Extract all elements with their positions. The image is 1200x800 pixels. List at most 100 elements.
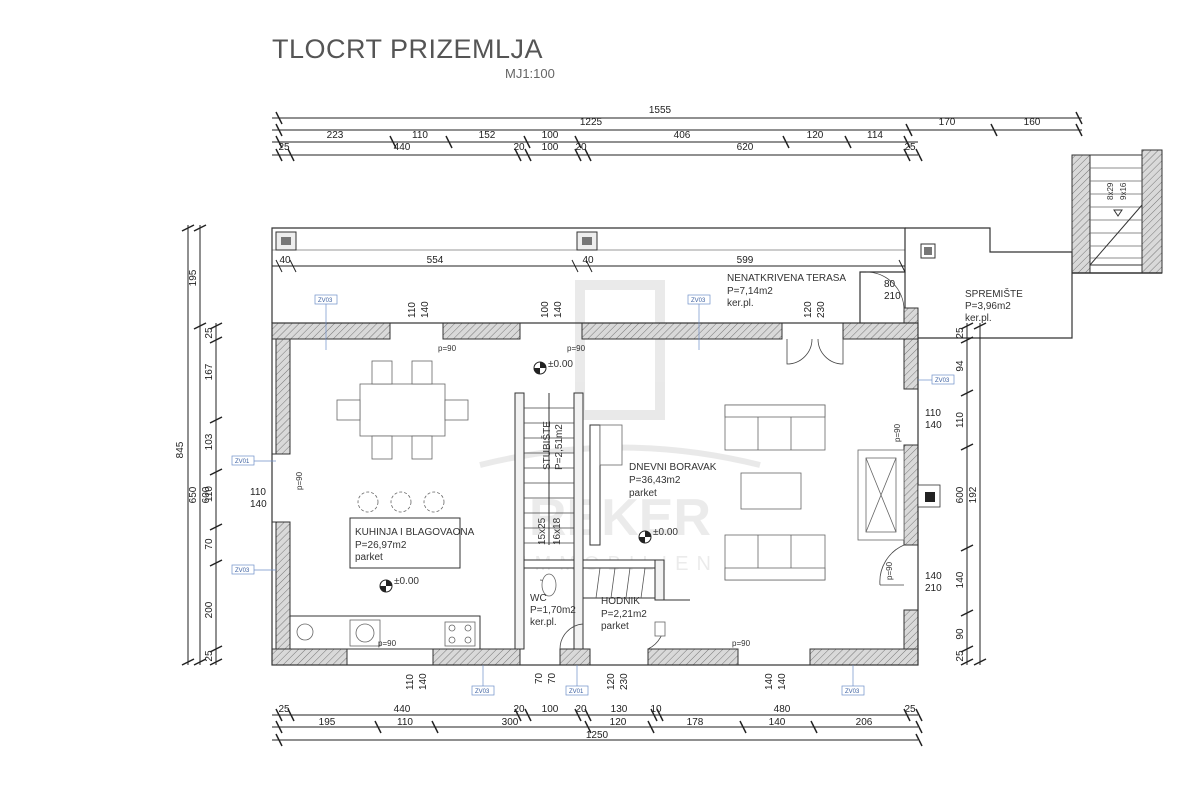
dim-row1-3: 100: [542, 130, 559, 141]
dim-bottom2-0: 195: [319, 717, 336, 728]
dim-right-inner-6: 25: [955, 650, 966, 662]
dim-row2-2: 20: [513, 142, 525, 153]
dim-left-window-2: 140: [250, 499, 267, 510]
room-kitchen-floor: parket: [355, 552, 383, 563]
dim-bottom-door-2: 230: [619, 673, 630, 690]
terrace-dimension-line: [272, 259, 906, 273]
level-living: ±0.00: [653, 527, 678, 538]
dim-left-inner-2: 103: [204, 433, 215, 450]
dim-top-window-a-2: 140: [420, 301, 431, 318]
room-stair-area: P=2,51m2: [554, 424, 565, 470]
top-dimension-lines: [272, 111, 1083, 162]
dim-top-window-b-2: 140: [553, 301, 564, 318]
zv-tag-5: ZV03: [235, 568, 250, 574]
level-kitchen: ±0.00: [394, 576, 419, 587]
dim-bottom2-6: 206: [856, 717, 873, 728]
dim-storage-door-1: 80: [884, 279, 896, 290]
room-hall-area: P=2,21m2: [601, 609, 647, 620]
outer-stair-steps-b: 9x16: [1119, 182, 1128, 200]
dim-terrace-0: 40: [279, 255, 291, 266]
room-kitchen-area: P=26,97m2: [355, 540, 407, 551]
dim-right-window-1: 110: [925, 408, 941, 419]
dim-left-inner-1: 167: [204, 363, 215, 380]
room-terrace-floor: ker.pl.: [727, 298, 754, 309]
dim-bottom1-4: 20: [575, 704, 587, 715]
dim-top-total: 1555: [649, 105, 672, 116]
room-storage-floor: ker.pl.: [965, 313, 992, 324]
dim-bottom2-1: 110: [397, 717, 413, 728]
dim-bottom-window-c-1: 140: [764, 673, 775, 690]
room-hall-name: HODNIK: [601, 596, 640, 607]
dim-left-inner-total: 600: [201, 486, 212, 503]
dim-bottom2-4: 178: [687, 717, 704, 728]
dim-row1-6: 114: [867, 130, 883, 141]
left-dimension-lines: [181, 224, 223, 666]
dim-row2-6: 25: [904, 142, 916, 153]
dim-bottom1-6: 10: [650, 704, 662, 715]
dim-left-outer-1: 650: [188, 486, 199, 503]
level-markers: [379, 361, 652, 593]
outer-stair: [1071, 149, 1163, 274]
dim-right-door-2: 210: [925, 583, 942, 594]
plan-scale: MJ1:100: [505, 66, 555, 81]
note-p90-3: p=90: [378, 639, 397, 648]
dim-right-inner-1: 94: [955, 360, 966, 372]
room-storage-name: SPREMIŠTE: [965, 287, 1023, 300]
note-p90-4: p=90: [732, 639, 751, 648]
dim-bottom2-3: 120: [610, 717, 627, 728]
furniture: [296, 360, 941, 647]
room-storage-area: P=3,96m2: [965, 301, 1011, 312]
dim-bottom-window-a-1: 110: [405, 674, 416, 690]
dim-bottom-window-c-2: 140: [777, 673, 788, 690]
dim-right-door-1: 140: [925, 571, 942, 582]
watermark-text: REKER: [529, 489, 711, 547]
note-p90-7: p=90: [885, 561, 894, 580]
zv-tag-3: ZV03: [935, 378, 950, 384]
room-hall-floor: parket: [601, 621, 629, 632]
dim-right-inner-5: 90: [955, 628, 966, 640]
dim-left-inner-4: 70: [204, 538, 215, 550]
note-p90-5: p=90: [295, 471, 304, 490]
dim-top-sub: 1225: [580, 117, 603, 128]
plan-title: TLOCRT PRIZEMLJA: [272, 34, 544, 64]
dim-bottom-door-1: 120: [606, 673, 617, 690]
dim-row1-5: 120: [807, 130, 824, 141]
dim-terrace-1: 554: [427, 255, 444, 266]
dim-bottom1-3: 100: [542, 704, 559, 715]
dim-left-inner-0: 25: [204, 327, 215, 339]
dim-right-inner-4: 140: [955, 571, 966, 588]
dim-row2-5: 620: [737, 142, 754, 153]
room-living-name: DNEVNI BORAVAK: [629, 462, 717, 473]
dim-terrace-door-2: 230: [816, 301, 827, 318]
dim-bottom-window-a-2: 140: [418, 673, 429, 690]
note-p90-1: p=90: [438, 344, 457, 353]
dim-bottom1-1: 440: [394, 704, 411, 715]
dim-storage-door-2: 210: [884, 291, 901, 302]
interior-walls: [271, 322, 919, 666]
room-terrace-area: P=7,14m2: [727, 286, 773, 297]
note-p90-2: p=90: [567, 344, 586, 353]
zv-tag-4: ZV01: [235, 459, 250, 465]
room-living-area: P=36,43m2: [629, 475, 681, 486]
terrace-columns: [275, 231, 936, 259]
bottom-dimension-lines: [272, 708, 923, 747]
dim-top-window-b-1: 100: [540, 301, 551, 318]
dim-row2-3: 100: [542, 142, 559, 153]
dim-bottom1-7: 480: [774, 704, 791, 715]
dim-row1-1: 110: [412, 130, 428, 141]
zv-tag-8: ZV03: [845, 689, 860, 695]
zv-tags: [231, 294, 955, 696]
dim-left-inner-5: 200: [204, 601, 215, 618]
zv-tag-2: ZV03: [691, 298, 706, 304]
room-terrace-name: NENATKRIVENA TERASA: [727, 273, 846, 284]
dim-row1-4: 406: [674, 130, 691, 141]
dim-bottom-window-b-2: 70: [547, 672, 558, 684]
dim-bottom1-8: 25: [904, 704, 916, 715]
room-stair-name: STUBIŠTE: [540, 421, 553, 470]
dim-row2-4: 20: [575, 142, 587, 153]
dim-row1-2: 152: [479, 130, 496, 141]
dim-right-inner-3: 192: [968, 486, 979, 503]
dim-row2-0: 25: [278, 142, 290, 153]
stair-steps-b: 16x18: [552, 517, 563, 545]
